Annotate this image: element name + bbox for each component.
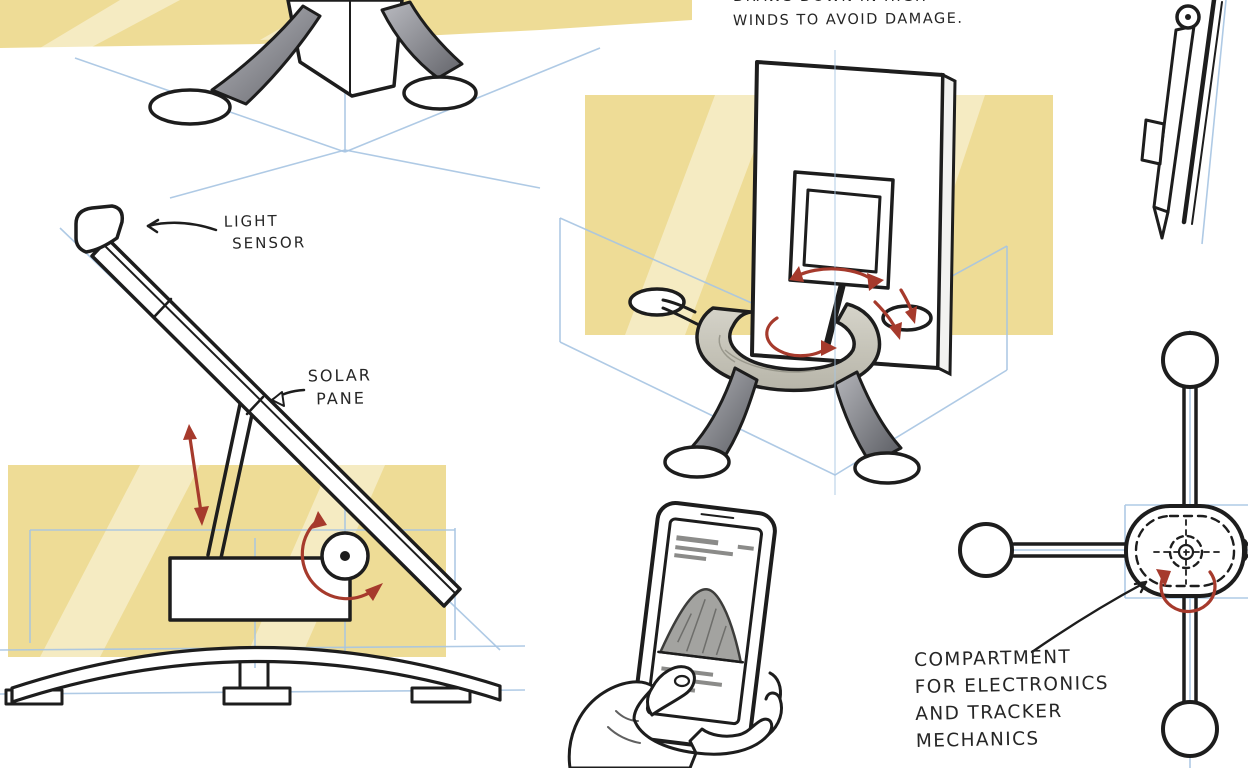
light-sensor-leader [146,218,218,234]
label-line: MECHANICS [915,728,1040,753]
label-line: COMPARTMENT [913,646,1072,672]
sketch-phone-app [567,500,783,768]
fingers [688,717,774,756]
rotation-arrow [300,511,383,601]
note-line: DRAWS DOWN IN HIGH [733,0,927,5]
sketch-arm-detail [1140,0,1227,245]
sketch-tracker-rear-view [0,0,692,199]
thumbnail [673,674,691,688]
label-line: PANE [316,388,367,409]
compartment-leader [1030,580,1148,654]
smartphone [630,500,777,752]
panel-edge [1181,0,1223,225]
label-compartment: COMPARTMENT FOR ELECTRONICS AND TRACKER … [914,643,1110,755]
arms-and-feet [958,331,1248,758]
note-wind-partial: DRAWS DOWN IN HIGH [733,0,927,9]
label-line: LIGHT [223,211,279,231]
rotation-arrow [1156,569,1217,614]
rear-foot-right [881,304,933,332]
label-line: AND TRACKER [915,700,1063,726]
thumb [646,665,696,717]
rear-foot-left [628,287,686,317]
note-wind: WINDS TO AVOID DAMAGE. [733,11,964,29]
tracker-body [148,0,478,126]
hand [567,665,783,768]
sketch-front-view [559,50,1053,495]
support-arm [1140,4,1201,240]
sketch-top-view [958,330,1248,768]
label-line: SOLAR [307,365,373,386]
front-legs [663,366,921,485]
solar-panel-leader [270,388,306,407]
extension-arrow [183,424,209,526]
pivot-wheel [320,531,370,581]
note-line: WINDS TO AVOID DAMAGE. [732,10,964,30]
rotation-arrows [765,266,917,358]
label-line: SENSOR [232,233,307,253]
label-solar-panel: SOLAR PANE [308,363,373,410]
light-sensor-cap [74,204,125,254]
sketch-side-view [0,204,526,706]
electronics-compartment [1124,504,1246,598]
base-arch [4,645,502,706]
rear-leg [661,298,699,326]
label-light-sensor: LIGHT SENSOR [224,209,307,254]
label-line: FOR ELECTRONICS [914,672,1110,699]
